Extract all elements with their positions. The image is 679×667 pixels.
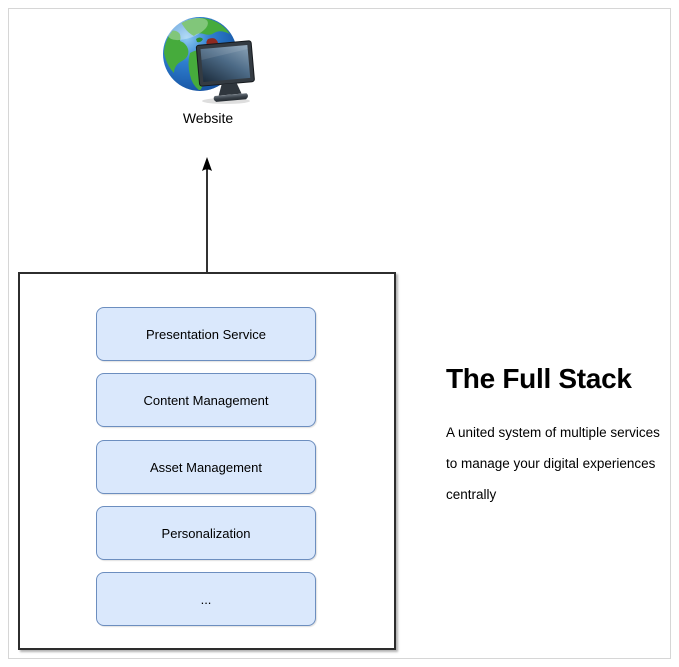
stack-item-label: ... (200, 591, 212, 607)
stack-item-asset-management: Asset Management (96, 440, 316, 494)
stack-item-label: Presentation Service (146, 326, 266, 342)
stack-item-content-management: Content Management (96, 373, 316, 427)
page-frame (8, 8, 671, 659)
stack-item-ellipsis: ... (96, 572, 316, 626)
stack-item-label: Content Management (143, 392, 269, 408)
description-line: to manage your digital experiences (446, 456, 656, 471)
stack-item-label: Personalization (161, 525, 251, 541)
globe-monitor-icon (163, 17, 255, 104)
up-arrow-connector (202, 157, 212, 273)
description-line: A united system of multiple services (446, 425, 660, 440)
panel-title: The Full Stack (446, 363, 632, 394)
stack-item-presentation-service: Presentation Service (96, 307, 316, 361)
stack-item-label: Asset Management (149, 459, 262, 475)
website-label: Website (182, 110, 234, 126)
stack-item-personalization: Personalization (96, 506, 316, 560)
panel-description: A united system of multiple services to … (446, 417, 660, 510)
description-line: centrally (446, 487, 497, 502)
full-stack-container: Presentation Service Content Management … (18, 272, 396, 650)
